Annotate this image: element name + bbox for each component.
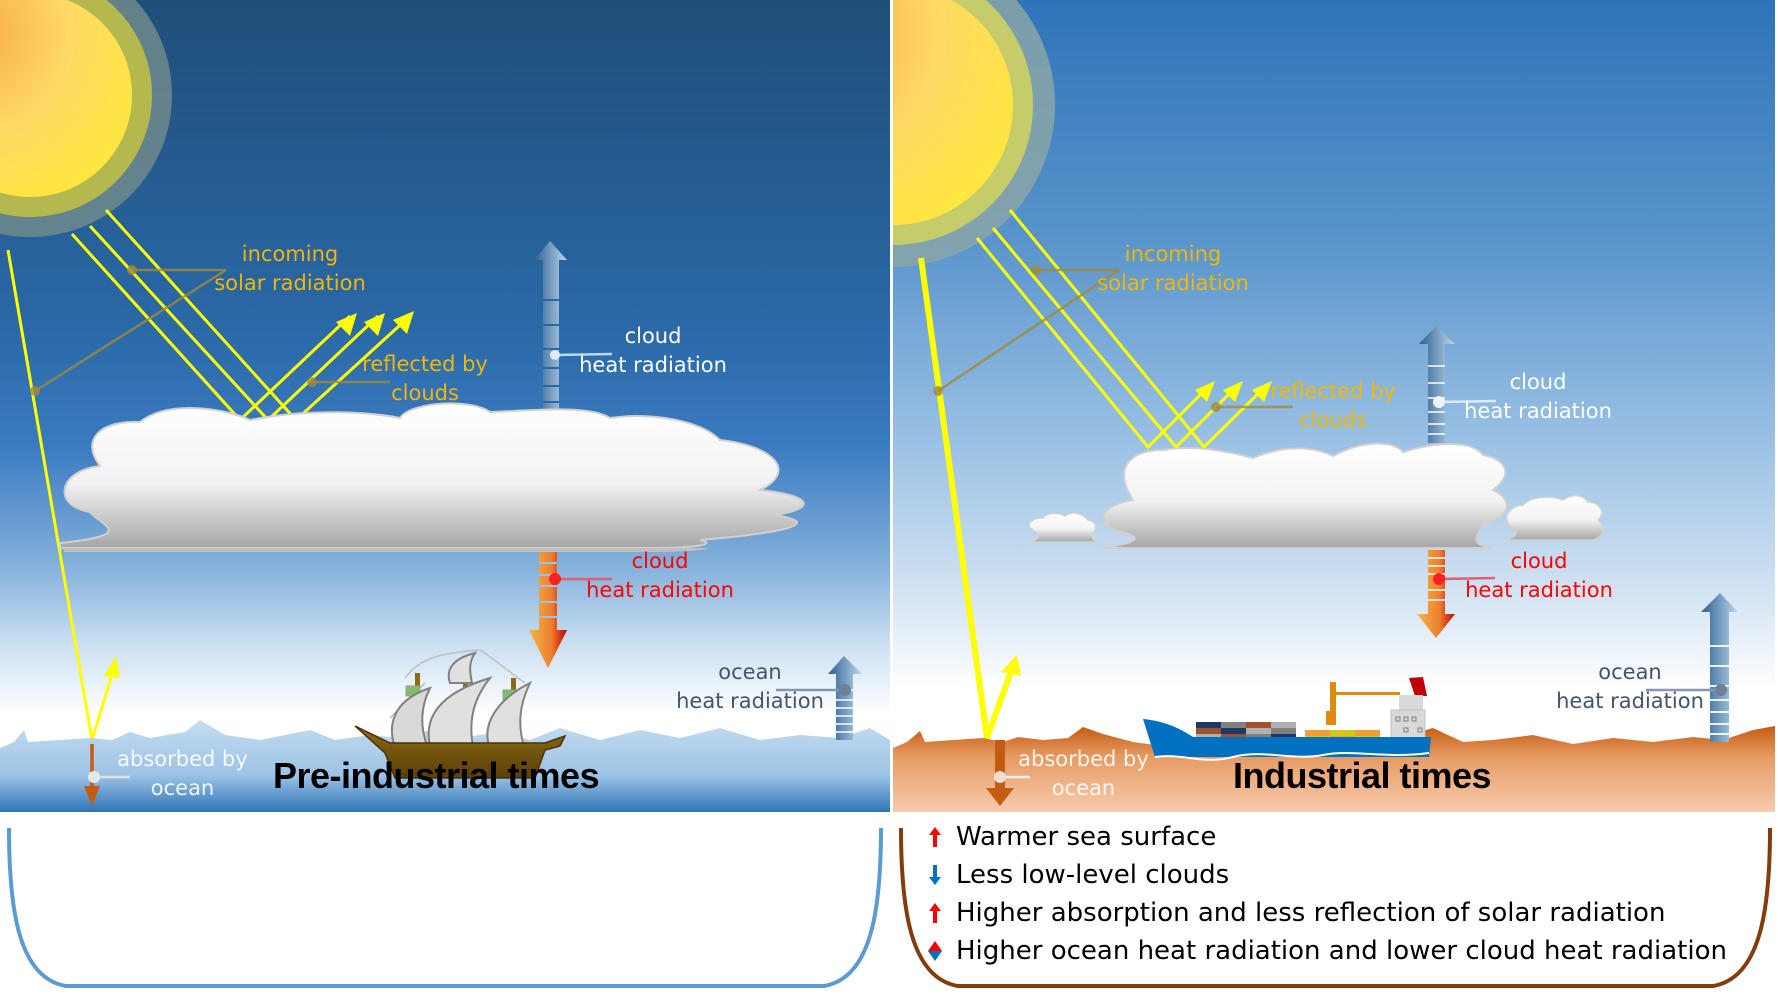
label-absorbed-by-ocean: absorbed by ocean (115, 745, 250, 803)
label-line-2: heat radiation (1464, 399, 1612, 423)
cloud-small-right (1504, 494, 1605, 541)
scene-pre-industrial (0, 0, 890, 812)
label-line-1: incoming (1124, 242, 1222, 266)
label-line-2: heat radiation (586, 578, 734, 602)
label-line-1: incoming (241, 242, 339, 266)
cloud-small-left (1028, 512, 1099, 543)
label-reflected-by-clouds: reflected by clouds (355, 350, 495, 408)
ocean-heat-radiation-up-arrow-icon (1646, 593, 1738, 742)
label-incoming-solar-radiation: incoming solar radiation (1083, 240, 1263, 298)
container-ship-icon (1143, 677, 1431, 761)
ocean-reflect-arrowhead-icon (1001, 655, 1021, 676)
label-line-2: ocean (150, 776, 215, 800)
direct-solar-ray (918, 257, 1016, 740)
label-line-1: reflected by (1270, 379, 1396, 403)
ocean-heat-radiation-up-arrow-icon (776, 656, 862, 740)
absorbed-by-ocean-arrow-icon (986, 740, 1030, 806)
label-cloud-heat-radiation-up: cloud heat radiation (578, 322, 728, 380)
legend-item: Higher ocean heat radiation and lower cl… (924, 932, 1727, 970)
panel-pre-industrial: incoming solar radiation reflected by cl… (0, 0, 890, 812)
label-line-2: solar radiation (1097, 271, 1249, 295)
label-line-1: cloud (624, 324, 682, 348)
legend-item: Less low-level clouds (924, 856, 1727, 894)
cloud-heat-radiation-up-arrow-icon (1419, 326, 1497, 443)
cloud-heat-radiation-up-arrow-icon (534, 241, 613, 418)
legend-text: Warmer sea surface (956, 822, 1217, 852)
label-line-1: cloud (1509, 370, 1567, 394)
label-cloud-heat-radiation-up: cloud heat radiation (1463, 368, 1613, 426)
label-ocean-heat-radiation: ocean heat radiation (1555, 658, 1705, 716)
label-reflected-by-clouds: reflected by clouds (1263, 377, 1403, 435)
arrow-updown-red-blue-icon (928, 941, 942, 961)
scene-industrial (893, 0, 1775, 812)
bracket-industrial (899, 828, 1772, 988)
reflected-arrowheads-icon (1195, 381, 1272, 402)
cloud-heat-radiation-down-arrow-icon (1417, 550, 1496, 638)
label-line-1: cloud (1510, 549, 1568, 573)
ocean-surface (893, 726, 1775, 812)
sailing-ship-icon (354, 649, 567, 779)
label-line-2: solar radiation (214, 271, 366, 295)
absorbed-by-ocean-arrow-icon (84, 744, 130, 806)
label-line-1: ocean (718, 660, 782, 684)
panel-title-industrial: Industrial times (1233, 755, 1492, 796)
label-line-2: clouds (391, 381, 459, 405)
panel-industrial: incoming solar radiation reflected by cl… (893, 0, 1775, 812)
cloud-heat-radiation-down-arrow-icon (529, 552, 612, 668)
label-line-2: ocean (1051, 776, 1116, 800)
legend-text: Less low-level clouds (956, 860, 1230, 890)
label-line-2: heat radiation (1556, 689, 1704, 713)
cloud-large (1102, 442, 1508, 549)
label-ocean-heat-radiation: ocean heat radiation (675, 658, 825, 716)
label-line-1: cloud (631, 549, 689, 573)
ocean-reflect-arrowhead-icon (104, 656, 120, 678)
label-cloud-heat-radiation-down: cloud heat radiation (1464, 547, 1614, 605)
reflected-arrowheads-icon (336, 311, 414, 336)
label-absorbed-by-ocean: absorbed by ocean (1016, 745, 1151, 803)
legend-item: Higher absorption and less reflection of… (924, 894, 1727, 932)
legend-text: Higher absorption and less reflection of… (956, 898, 1666, 928)
label-line-2: heat radiation (1465, 578, 1613, 602)
leader-lines (937, 268, 1293, 409)
leader-lines (34, 268, 390, 393)
sun-icon (893, 0, 1055, 267)
bracket-pre-industrial (7, 828, 883, 988)
legend-item: Warmer sea surface (924, 818, 1727, 856)
panel-title-pre-industrial: Pre-industrial times (273, 755, 600, 796)
arrow-down-blue-icon (929, 865, 941, 885)
cloud-large (59, 402, 805, 552)
label-incoming-solar-radiation: incoming solar radiation (200, 240, 380, 298)
label-cloud-heat-radiation-down: cloud heat radiation (585, 547, 735, 605)
label-line-2: heat radiation (579, 353, 727, 377)
label-line-1: reflected by (362, 352, 488, 376)
legend-list: Warmer sea surface Less low-level clouds… (924, 818, 1727, 970)
label-line-1: absorbed by (1018, 747, 1149, 771)
legend-text: Higher ocean heat radiation and lower cl… (956, 936, 1727, 966)
arrow-up-red-icon (929, 903, 941, 923)
label-line-2: clouds (1299, 408, 1367, 432)
arrow-up-red-icon (929, 827, 941, 847)
sun-icon (0, 0, 172, 237)
label-line-1: ocean (1598, 660, 1662, 684)
label-line-1: absorbed by (117, 747, 248, 771)
label-line-2: heat radiation (676, 689, 824, 713)
